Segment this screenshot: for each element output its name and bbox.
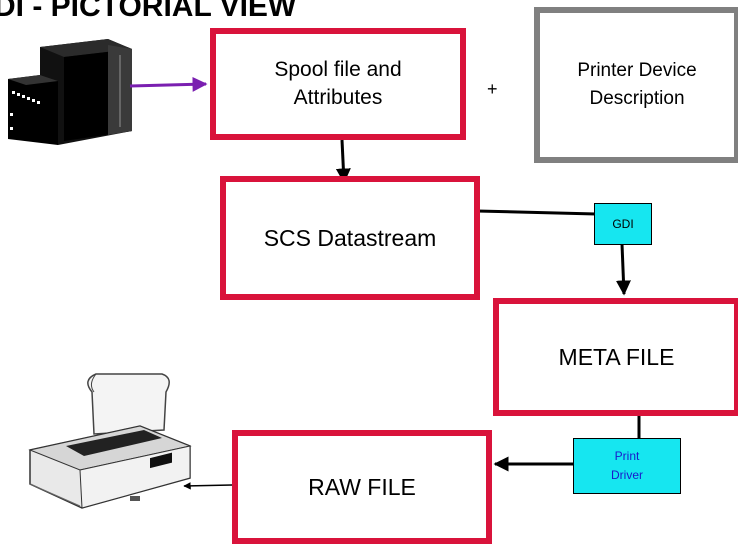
- meta-file-label: META FILE: [558, 343, 675, 370]
- printer-icon: [28, 373, 192, 509]
- server-icon: [8, 39, 132, 145]
- spool-file-label: Spool file and Attributes: [274, 57, 402, 109]
- scs-datastream-label: SCS Datastream: [263, 224, 437, 251]
- printer-device-description-label: Printer Device Description: [577, 60, 697, 109]
- arrow-gdi-to-meta: [615, 243, 631, 296]
- raw-file-box: RAW FILE: [232, 430, 492, 544]
- raw-file-label: RAW FILE: [308, 473, 416, 500]
- meta-file-box: META FILE: [493, 298, 738, 416]
- arrow-server-to-spool: [129, 76, 208, 92]
- plus-sign: +: [487, 79, 498, 99]
- scs-datastream-box: SCS Datastream: [220, 176, 480, 300]
- gdi-label: GDI: [612, 217, 634, 231]
- print-driver-tag: Print Driver: [573, 438, 681, 494]
- page-title: DI - PICTORIAL VIEW: [0, 0, 297, 23]
- arrow-spool-to-scs: [335, 139, 351, 184]
- arrow-raw-to-printer: [183, 482, 233, 490]
- line-scs-to-gdi: [476, 209, 597, 216]
- printer-device-description-box: Printer Device Description: [534, 7, 738, 163]
- print-driver-label: Print Driver: [611, 448, 643, 482]
- gdi-tag: GDI: [594, 203, 652, 245]
- spool-file-box: Spool file and Attributes: [210, 28, 466, 140]
